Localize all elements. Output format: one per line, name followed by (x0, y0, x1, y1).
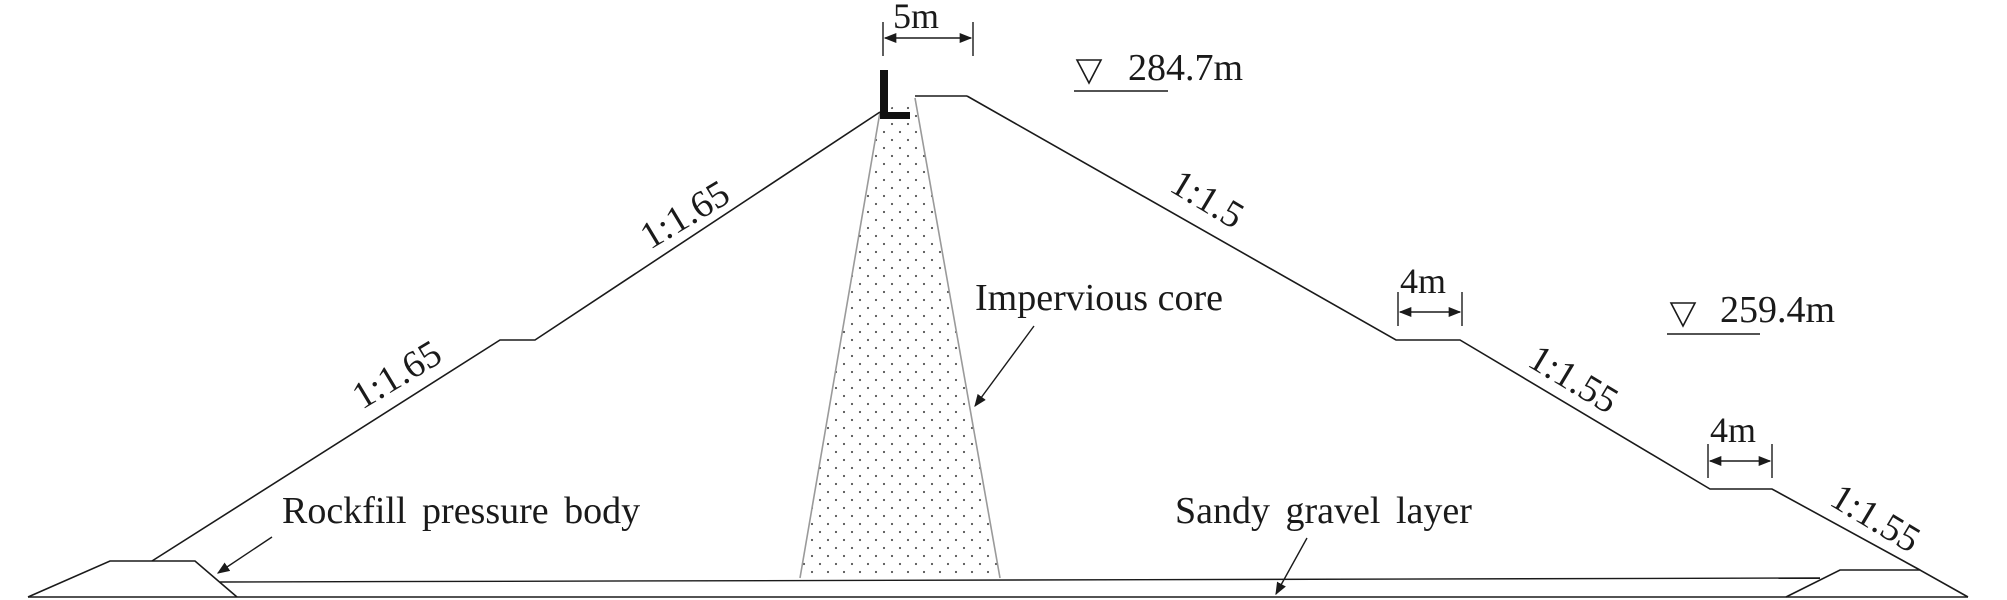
berm-upper-label: 4m (1400, 261, 1446, 301)
downstream-slope (966, 95, 1921, 571)
slope-upstream-upper: 1:1.65 (633, 172, 737, 257)
impervious-core-label: Impervious core (975, 277, 1223, 319)
crest-width-label: 5m (893, 0, 939, 36)
slope-downstream-lower: 1:1.55 (1823, 476, 1927, 561)
downstream-elevation-marker (1667, 302, 1760, 335)
slope-downstream-middle: 1:1.55 (1521, 337, 1625, 422)
gravel-leader (1275, 537, 1308, 596)
impervious-core (800, 98, 1000, 578)
rockfill-leader (216, 536, 273, 574)
rockfill-label: Rockfill pressure body (282, 490, 640, 532)
core-left-edge (799, 111, 881, 579)
wave-wall (880, 70, 910, 119)
triangle-down-icon (1075, 59, 1103, 85)
upstream-slope (151, 111, 881, 562)
sandy-gravel-label: Sandy gravel layer (1175, 490, 1472, 532)
core-leader (974, 325, 1035, 408)
triangle-down-icon (1669, 302, 1697, 328)
sandy-gravel-layer (219, 577, 1821, 583)
downstream-toe-block (1785, 569, 1969, 598)
crest-elevation-label: 284.7m (1128, 47, 1243, 89)
slope-downstream-upper: 1:1.5 (1163, 162, 1251, 238)
downstream-elevation-label: 259.4m (1720, 289, 1835, 331)
crest-elevation-marker (1074, 59, 1168, 92)
upstream-toe-block (27, 560, 238, 598)
berm-lower-label: 4m (1710, 410, 1756, 450)
core-right-edge (914, 97, 1001, 579)
